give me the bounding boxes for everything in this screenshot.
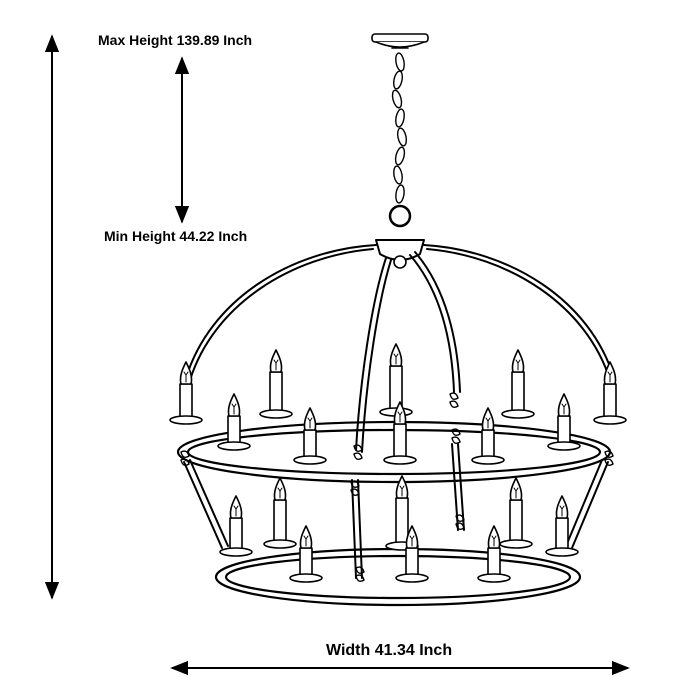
candle-socket <box>383 401 417 465</box>
candle-socket <box>293 407 327 465</box>
candle-group <box>169 343 627 583</box>
candle-socket <box>471 407 505 465</box>
candle-socket <box>379 343 413 417</box>
candle-socket <box>545 495 579 557</box>
ring-connectors <box>183 443 609 579</box>
candle-socket <box>169 361 203 425</box>
ceiling-canopy <box>371 33 429 49</box>
candle-socket <box>219 495 253 557</box>
candle-socket <box>501 349 535 419</box>
min-height-label: Min Height 44.22 Inch <box>104 228 248 244</box>
dome-arms <box>185 244 615 453</box>
candle-socket <box>547 393 581 451</box>
candle-socket <box>217 393 251 451</box>
chain <box>391 52 408 204</box>
candle-socket <box>593 361 627 425</box>
candle-socket <box>395 525 429 583</box>
candle-socket <box>477 525 511 583</box>
hub <box>375 204 425 269</box>
max-height-label: Max Height 139.89 Inch <box>98 32 253 48</box>
candle-socket <box>499 477 533 549</box>
width-label: Width 41.34 Inch <box>326 642 453 659</box>
chandelier <box>169 33 627 607</box>
candle-socket <box>263 477 297 549</box>
candle-socket <box>259 349 293 419</box>
candle-socket <box>289 525 323 583</box>
rod-knots <box>180 392 614 583</box>
